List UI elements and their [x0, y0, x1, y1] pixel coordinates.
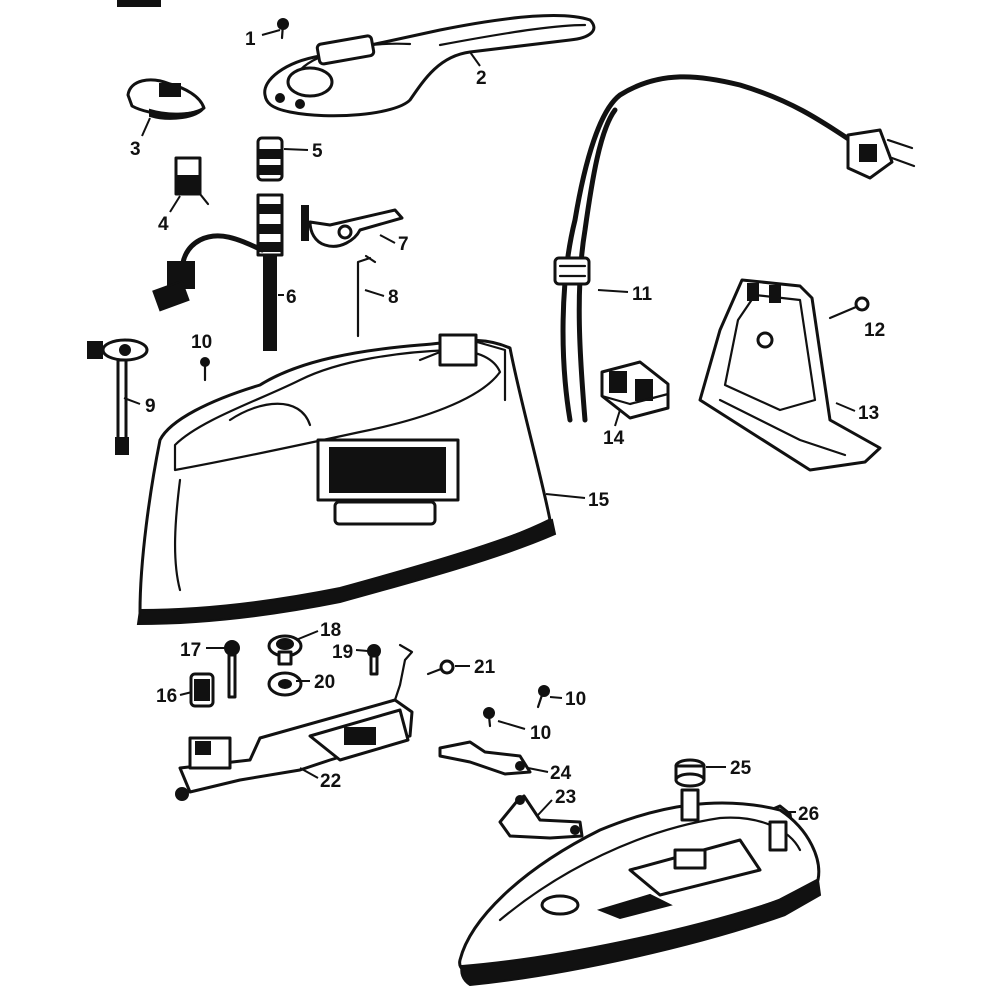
label-16: 16 [156, 686, 177, 707]
label-15: 15 [588, 490, 610, 511]
part-14-block [600, 360, 670, 420]
label-10-c: 10 [530, 723, 551, 744]
label-22: 22 [320, 771, 341, 792]
label-13: 13 [858, 403, 879, 424]
part-20-washer [267, 671, 303, 697]
part-21-screw [426, 659, 455, 676]
label-21: 21 [474, 657, 496, 678]
part-15-main-body [136, 333, 557, 626]
part-5-spray-pump [256, 136, 284, 182]
corner-mark [117, 0, 161, 7]
part-17-bolt [224, 640, 240, 699]
part-24-plate [438, 740, 532, 776]
part-3-knob [126, 78, 206, 120]
label-10-a: 10 [191, 332, 212, 353]
label-23: 23 [555, 787, 576, 808]
part-23-bracket [498, 794, 584, 840]
label-24: 24 [550, 763, 572, 784]
label-18: 18 [320, 620, 341, 641]
part-10-screw-a [200, 357, 210, 382]
part-10-screw-c [483, 707, 495, 728]
label-26: 26 [798, 804, 819, 825]
label-20: 20 [314, 672, 335, 693]
label-10-b: 10 [565, 689, 586, 710]
part-10-screw-b [536, 685, 550, 709]
label-17: 17 [180, 640, 201, 661]
part-22-thermostat-plate [175, 643, 414, 801]
label-11: 11 [632, 284, 653, 305]
part-25-cap [674, 758, 706, 788]
part-11-power-cord [553, 74, 916, 423]
part-6-pump-tube [152, 193, 284, 351]
label-19: 19 [332, 642, 353, 663]
label-6: 6 [286, 287, 297, 308]
label-14: 14 [603, 428, 625, 449]
label-2: 2 [476, 68, 487, 89]
part-8-rod [356, 254, 377, 338]
leader-lines [123, 29, 856, 816]
part-4-switch [174, 156, 210, 206]
label-25: 25 [730, 758, 752, 779]
part-1-screw [277, 18, 289, 40]
label-8: 8 [388, 287, 399, 308]
part-2-handle-cover [263, 13, 596, 118]
part-9-dial-rod [87, 338, 149, 455]
label-1: 1 [245, 29, 256, 50]
label-7: 7 [398, 234, 409, 255]
label-3: 3 [130, 139, 141, 160]
part-13-stand [698, 278, 882, 472]
label-9: 9 [145, 396, 156, 417]
label-4: 4 [158, 214, 169, 235]
label-12: 12 [864, 320, 885, 341]
part-labels: 1 2 3 4 5 6 7 8 9 10 10 10 11 12 13 14 1… [130, 29, 885, 825]
part-12-screw [828, 296, 870, 320]
part-19-screw [367, 644, 381, 676]
part-7-clip [301, 205, 404, 248]
soleplate [458, 788, 822, 987]
part-18-nut [267, 634, 303, 666]
part-16-bushing [189, 672, 215, 708]
label-5: 5 [312, 141, 323, 162]
